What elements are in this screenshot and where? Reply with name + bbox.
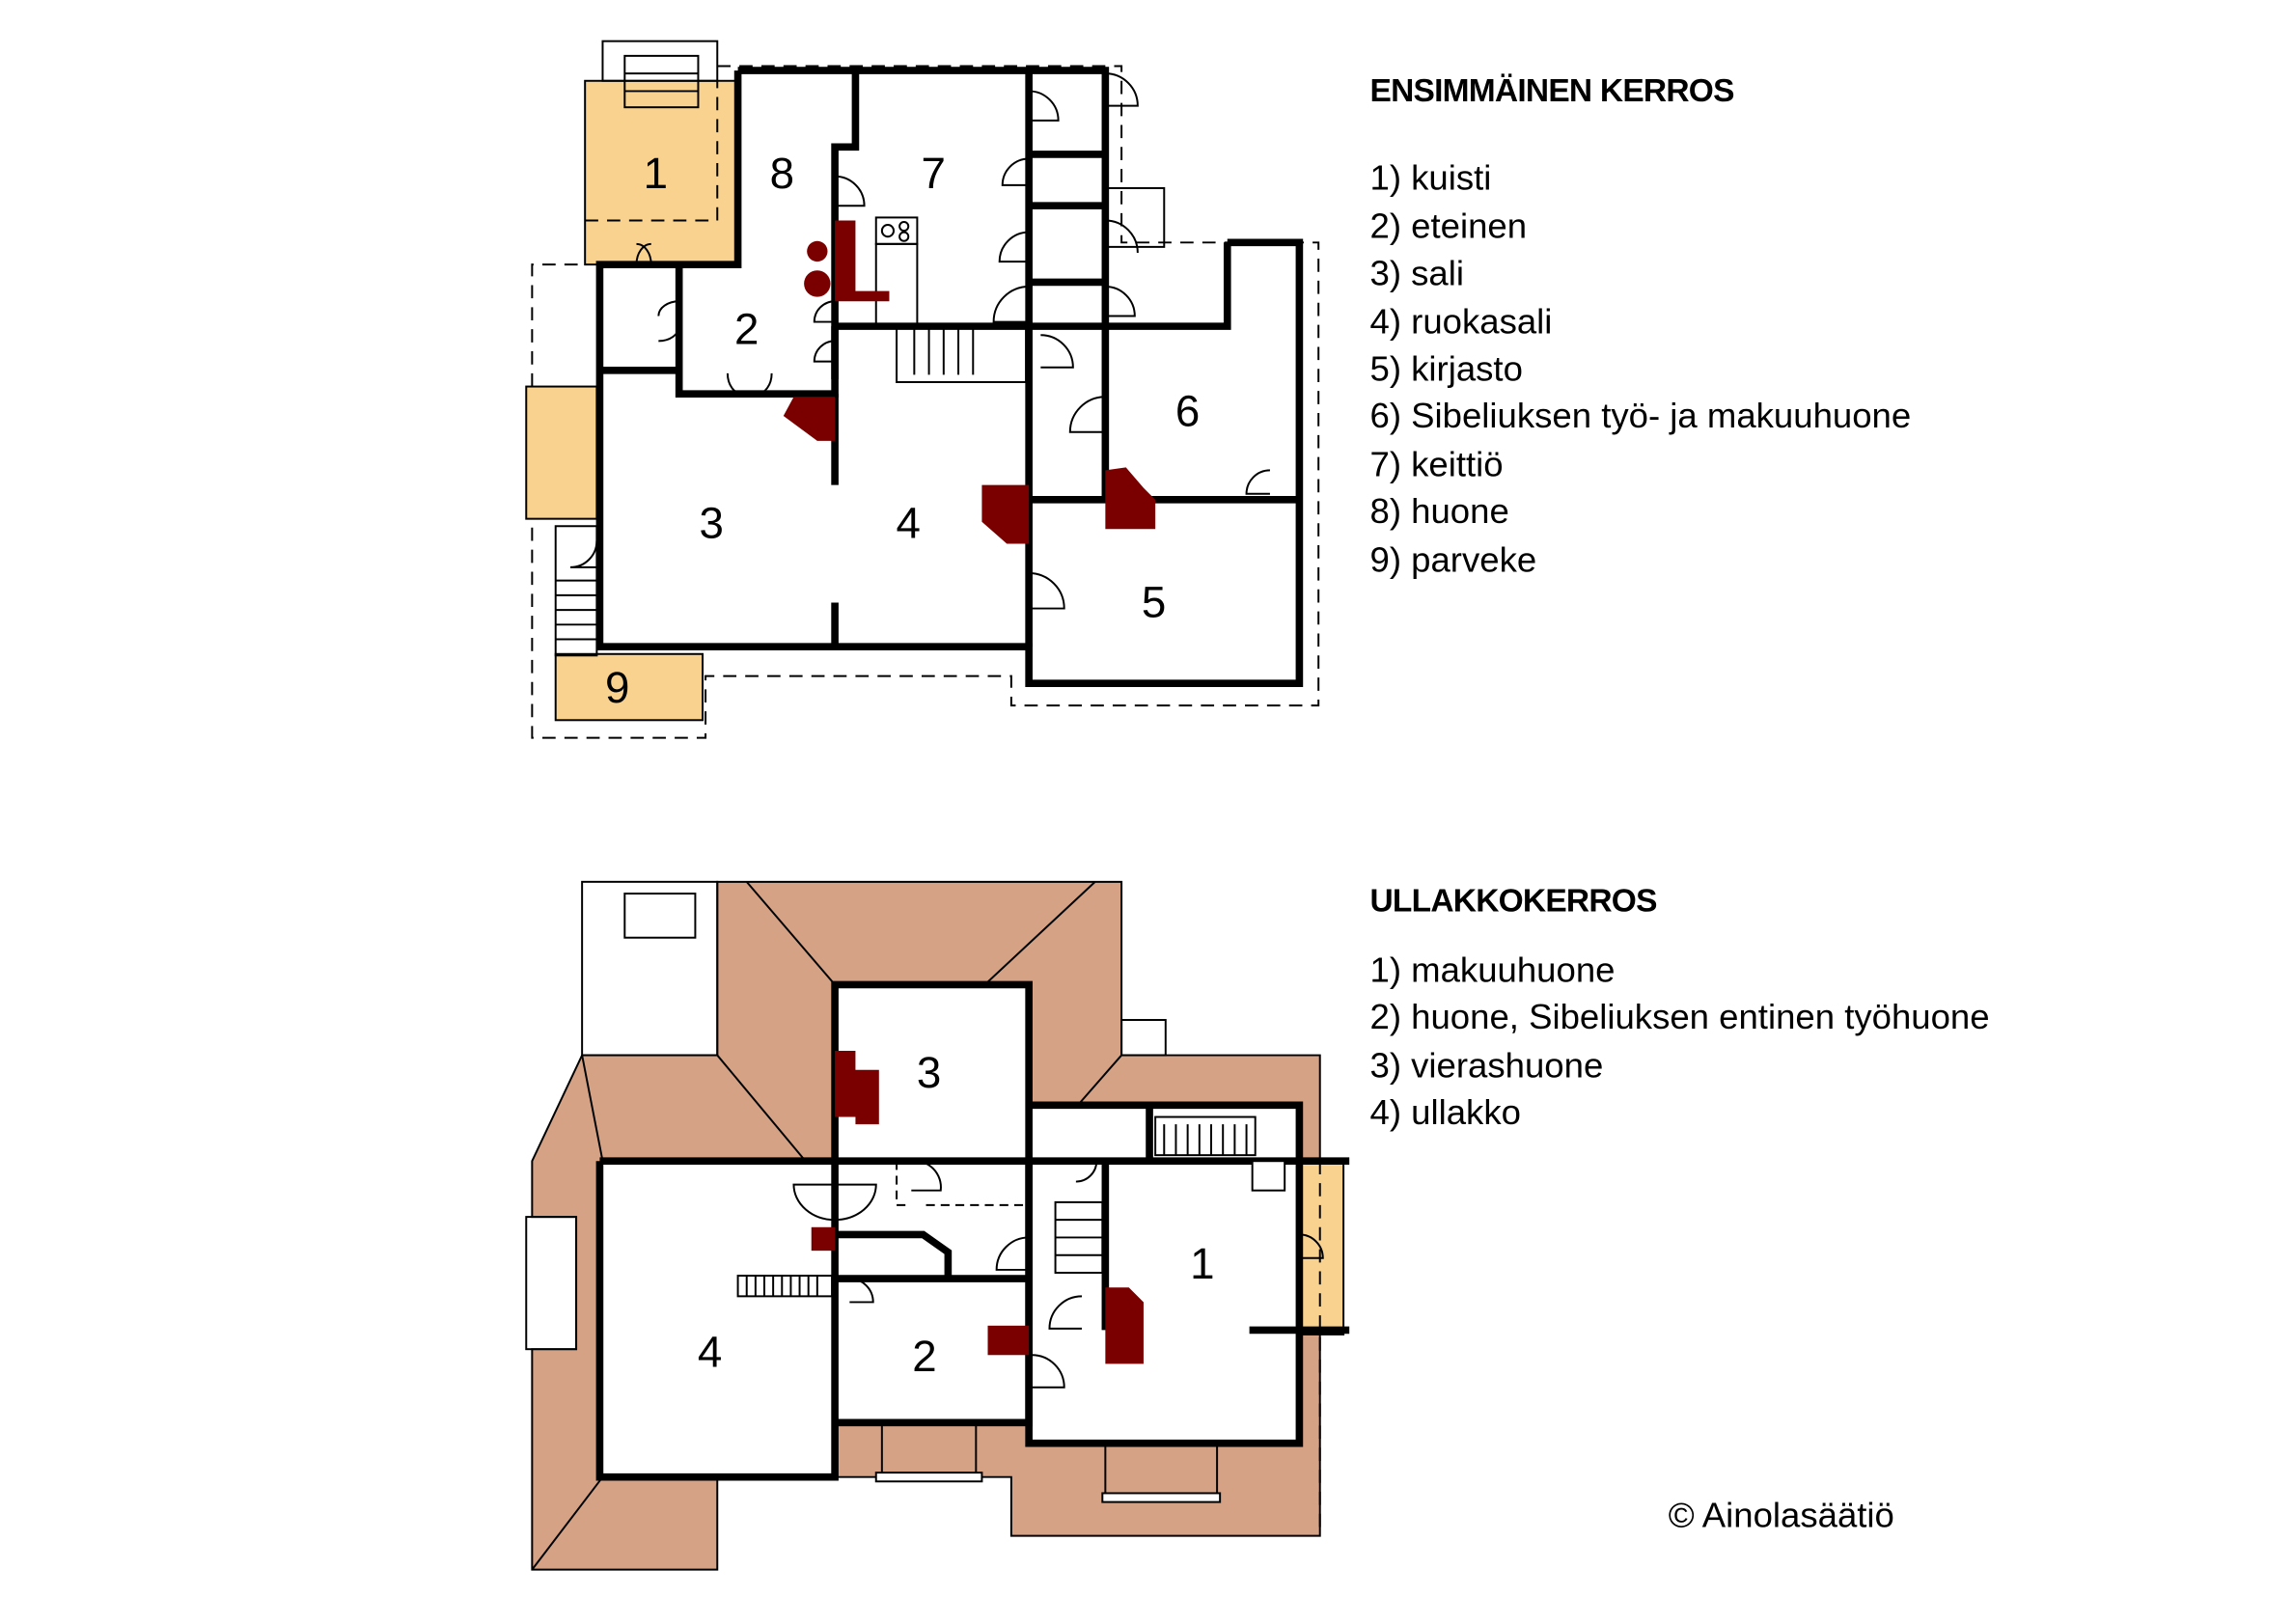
attic-doors (792, 1160, 1324, 1389)
room-number: 9 (605, 663, 629, 712)
back-steps (1120, 1019, 1167, 1057)
legend-title: ULLAKKOKERROS (1370, 883, 1658, 919)
balcony-parveke (554, 652, 704, 722)
legend-item: 4) ruokasali (1370, 302, 1553, 342)
balcony-steps (555, 579, 597, 641)
room-numbers-attic: 1 2 3 4 (698, 1048, 1215, 1381)
legend-title: ENSIMMÄINEN KERROS (1370, 73, 1735, 109)
room-number: 1 (644, 149, 668, 198)
room-number: 6 (1175, 387, 1200, 436)
terrace (581, 880, 719, 1057)
room-number: 5 (1142, 578, 1166, 627)
legend-item: 6) Sibeliuksen työ- ja makuuhuone (1370, 396, 1912, 435)
balcony-stairs (554, 525, 598, 657)
roof-outline-dashed (531, 65, 1320, 739)
legend-item: 7) keittiö (1370, 444, 1504, 483)
copyright-text: © Ainolasäätiö (1669, 1495, 1894, 1534)
porch-steps (623, 54, 700, 109)
veranda-left (525, 385, 598, 520)
attic-fireplaces (811, 1051, 1144, 1364)
doors (569, 72, 1270, 610)
room-number: 2 (734, 304, 759, 353)
legend-item: 2) huone, Sibeliuksen entinen työhuone (1370, 997, 1990, 1036)
attic-stairs (736, 1115, 1286, 1298)
legend-item: 4) ullakko (1370, 1092, 1521, 1132)
legend-item: 8) huone (1370, 491, 1509, 531)
legend-attic: ULLAKKOKERROS 1) makuuhuone 2) huone, Si… (1370, 883, 1990, 1132)
porch-dashed-line (585, 80, 719, 222)
room-number: 4 (897, 498, 921, 547)
terrace-steps (623, 893, 697, 939)
fireplaces (783, 220, 1156, 544)
room-number: 2 (912, 1332, 936, 1381)
attic-floor-plan: 1 2 3 4 (525, 880, 1350, 1571)
room-numbers-first-floor: 1 2 3 4 5 6 7 8 9 (605, 149, 1200, 712)
legend-item: 9) parveke (1370, 539, 1537, 579)
porch-stairs (601, 40, 719, 82)
legend-item: 3) sali (1370, 253, 1465, 292)
first-floor-plan: 1 2 3 4 5 6 7 8 9 (525, 40, 1320, 739)
legend-item: 1) makuuhuone (1370, 950, 1616, 989)
side-box (525, 1216, 578, 1351)
room-number: 7 (921, 149, 945, 198)
legend-item: 2) eteinen (1370, 206, 1528, 246)
legend-item: 5) kirjasto (1370, 348, 1523, 388)
room-number: 3 (917, 1048, 941, 1097)
room-number: 3 (699, 498, 723, 547)
room-number: 1 (1190, 1239, 1214, 1288)
attic-windows (874, 1421, 1222, 1503)
legend-first-floor: ENSIMMÄINEN KERROS 1) kuisti 2) eteinen … (1370, 73, 1912, 579)
legend-item: 3) vierashuone (1370, 1045, 1604, 1085)
room-number: 4 (698, 1327, 722, 1376)
legend-item: 1) kuisti (1370, 157, 1492, 197)
room-number: 8 (770, 149, 794, 198)
main-stairs (896, 325, 1028, 383)
kitchen-stove (874, 216, 919, 328)
